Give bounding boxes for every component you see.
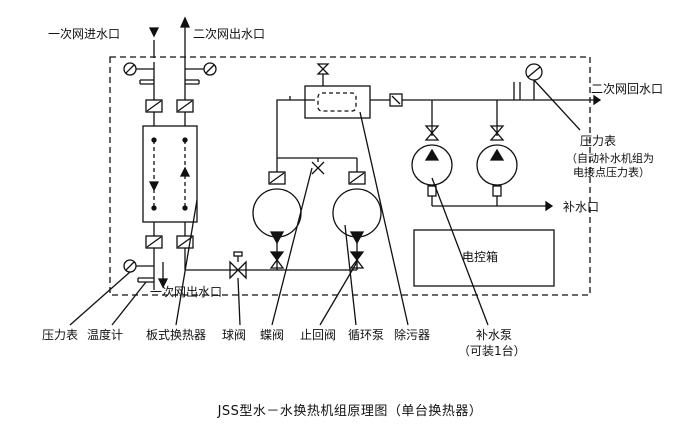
callout-pressure-gauge: 压力表 bbox=[42, 328, 79, 342]
thermometer-icon bbox=[185, 79, 200, 85]
thermometer-icon bbox=[137, 277, 154, 283]
thermometer-icon bbox=[139, 79, 154, 85]
label-makeup-inlet: 补水口 bbox=[563, 200, 600, 214]
label-control-box: 电控箱 bbox=[462, 250, 499, 264]
makeup-pump-1 bbox=[411, 144, 453, 186]
valve-icon bbox=[424, 125, 440, 141]
valve-icon bbox=[316, 63, 330, 75]
label-primary-inlet: 一次网进水口 bbox=[48, 27, 121, 41]
butterfly-valve-icon bbox=[311, 161, 325, 175]
pump-arrow-icon bbox=[424, 148, 440, 161]
callout-ball-valve: 球阀 bbox=[222, 328, 247, 342]
callout-check-valve: 止回阀 bbox=[300, 328, 337, 342]
control-box bbox=[413, 229, 555, 287]
diagram-caption: JSS型水－水换热机组原理图（单台换热器） bbox=[217, 404, 483, 419]
flow-arrow-down-icon bbox=[148, 181, 160, 192]
flow-arrow-up-icon bbox=[179, 166, 191, 177]
plate-heat-exchanger bbox=[142, 125, 198, 223]
label-primary-outlet: 一次网出水口 bbox=[150, 285, 223, 299]
label-pressure-note-2: 电接点压力表） bbox=[573, 166, 650, 179]
check-valve-icon bbox=[349, 251, 365, 262]
unit-boundary bbox=[109, 56, 591, 296]
pump-arrow-icon bbox=[489, 148, 505, 161]
label-secondary-outlet: 二次网出水口 bbox=[193, 27, 266, 41]
makeup-pump-2 bbox=[476, 144, 518, 186]
arrow-down-icon bbox=[148, 27, 160, 38]
callout-makeup-pump: 补水泵 bbox=[476, 328, 513, 342]
circulation-pump-2 bbox=[332, 188, 382, 238]
ball-valve-icon bbox=[229, 260, 247, 280]
callout-thermometer: 温度计 bbox=[87, 328, 124, 342]
label-pressure-gauge: 压力表 bbox=[580, 134, 617, 148]
callout-plate-exchanger: 板式换热器 bbox=[146, 328, 207, 342]
butterfly-valve-icon bbox=[268, 171, 286, 185]
label-pressure-note-1: （自动补水机组为 bbox=[566, 152, 654, 165]
valve-icon bbox=[489, 125, 505, 141]
callout-circulation-pump: 循环泵 bbox=[348, 328, 385, 342]
callout-makeup-pump-note: （可装1台） bbox=[458, 344, 526, 358]
strainer bbox=[304, 85, 371, 119]
callout-strainer: 除污器 bbox=[394, 328, 431, 342]
butterfly-valve-icon bbox=[348, 171, 366, 185]
label-secondary-return: 二次网回水口 bbox=[591, 82, 664, 96]
arrow-up-icon bbox=[179, 16, 191, 28]
circulation-pump-1 bbox=[252, 188, 302, 238]
callout-butterfly-valve: 蝶阀 bbox=[260, 328, 285, 342]
check-valve-icon bbox=[269, 251, 285, 262]
